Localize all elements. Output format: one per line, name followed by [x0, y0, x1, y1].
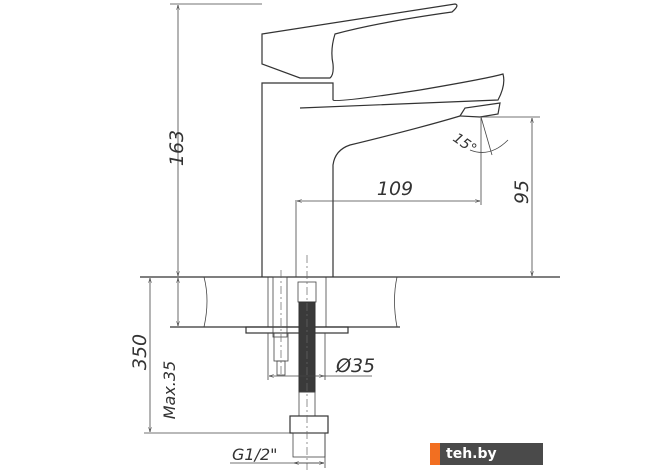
dimension-95: 95 [481, 116, 540, 276]
watermark-logo: teh.by [430, 443, 543, 465]
dimension-350: 350 [129, 278, 290, 434]
dimension-thread: G1/2" [230, 433, 326, 468]
logo-text: teh.by [440, 443, 543, 465]
logo-accent [430, 443, 440, 465]
dimension-163: 163 [166, 3, 262, 276]
dimension-label: G1/2" [232, 445, 278, 464]
dimension-diameter: Ø35 [267, 333, 375, 380]
countertop [140, 276, 560, 328]
faucet-body [261, 3, 505, 277]
dimension-label: 109 [377, 178, 413, 200]
mounting-hardware [245, 255, 349, 470]
dimension-label: 350 [129, 334, 151, 370]
dimension-label: Ø35 [335, 355, 375, 377]
dimension-max35: Max.35 [160, 278, 179, 419]
dimension-label: 15° [450, 130, 480, 157]
dimension-label: Max.35 [160, 361, 179, 420]
dimension-label: 163 [166, 130, 188, 166]
dimension-label: 95 [511, 180, 533, 204]
dimension-109: 109 [295, 118, 482, 277]
dimension-angle: 15° [450, 116, 509, 158]
